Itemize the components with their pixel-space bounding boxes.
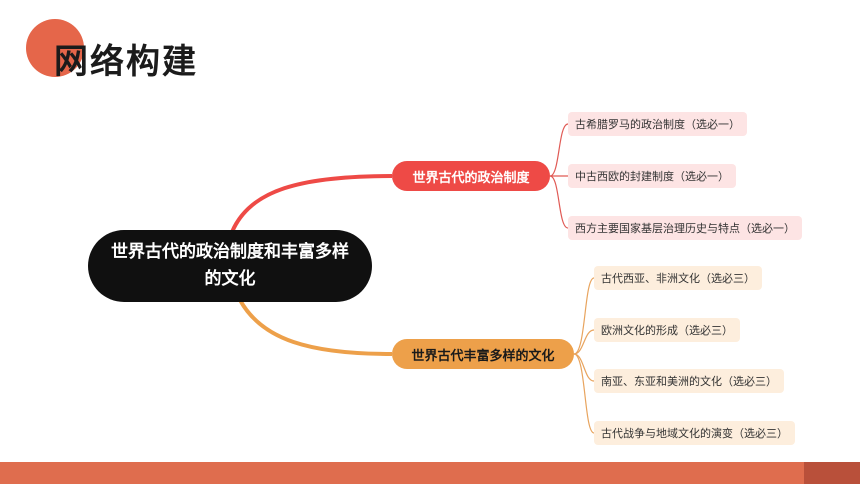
bottom-decor-bar	[0, 462, 860, 484]
connector-orange-1	[573, 277, 595, 355]
page-title: 网络构建	[54, 42, 198, 82]
connector-root-red	[230, 174, 393, 233]
connector-orange-3	[573, 353, 595, 382]
branch-diverse-cultures: 世界古代丰富多样的文化	[392, 339, 574, 369]
leaf-west-asia-africa-culture: 古代西亚、非洲文化（选必三）	[594, 266, 762, 290]
branch-political-systems: 世界古代的政治制度	[392, 161, 550, 191]
leaf-asia-america-culture: 南亚、东亚和美洲的文化（选必三）	[594, 369, 784, 393]
leaf-greek-roman-politics: 古希腊罗马的政治制度（选必一）	[568, 112, 747, 136]
leaf-western-grassroots-governance: 西方主要国家基层治理历史与特点（选必一）	[568, 216, 802, 240]
connector-root-orange	[238, 299, 393, 356]
leaf-medieval-feudalism: 中古西欧的封建制度（选必一）	[568, 164, 736, 188]
bottom-decor-bar-end	[804, 462, 860, 484]
connector-orange-4	[573, 353, 595, 434]
connector-red-1	[549, 123, 569, 177]
leaf-european-culture: 欧洲文化的形成（选必三）	[594, 318, 740, 342]
title-decor-circle	[26, 19, 84, 77]
connector-red-3	[549, 175, 569, 229]
leaf-war-regional-culture: 古代战争与地域文化的演变（选必三）	[594, 421, 795, 445]
mindmap-root-node: 世界古代的政治制度和丰富多样的文化	[88, 230, 372, 302]
connector-orange-2	[573, 329, 595, 355]
